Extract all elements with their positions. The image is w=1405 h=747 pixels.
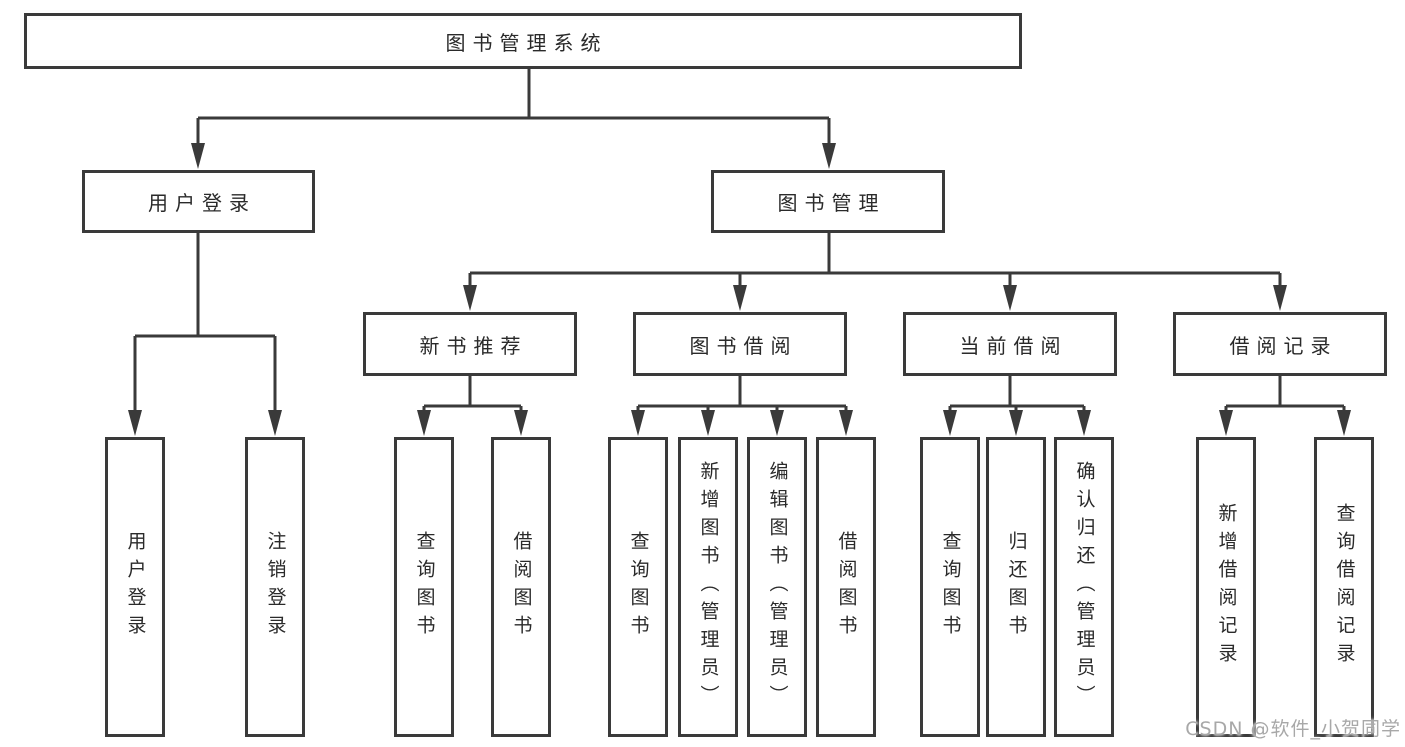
leaf-return-books-label: 归还图书 — [1005, 531, 1028, 643]
node-book-borrow: 图书借阅 — [633, 312, 847, 376]
leaf-logout-label: 注销登录 — [264, 531, 287, 643]
node-new-book-recommend: 新书推荐 — [363, 312, 577, 376]
leaf-query-books-borrow: 查询图书 — [608, 437, 668, 737]
node-current-borrow-label: 当前借阅 — [959, 333, 1068, 358]
leaf-confirm-return-admin: 确认归还（管理员） — [1054, 437, 1114, 737]
leaf-borrow-books: 借阅图书 — [816, 437, 876, 737]
node-book-borrow-label: 图书借阅 — [689, 333, 798, 358]
leaf-query-borrow-record: 查询借阅记录 — [1314, 437, 1374, 737]
leaf-borrow-books-recommend-label: 借阅图书 — [510, 531, 533, 643]
leaf-query-books-borrow-label: 查询图书 — [627, 531, 650, 643]
leaf-confirm-return-admin-label: 确认归还（管理员） — [1073, 461, 1096, 713]
leaf-query-books-recommend-label: 查询图书 — [413, 531, 436, 643]
node-user-login: 用户登录 — [82, 170, 315, 233]
leaf-user-login-label: 用户登录 — [124, 531, 147, 643]
leaf-return-books: 归还图书 — [986, 437, 1046, 737]
root-node: 图书管理系统 — [24, 13, 1022, 69]
leaf-add-books-admin: 新增图书（管理员） — [678, 437, 738, 737]
node-current-borrow: 当前借阅 — [903, 312, 1117, 376]
node-user-login-label: 用户登录 — [148, 191, 256, 215]
watermark: CSDN @软件_小贺同学 — [1185, 718, 1401, 740]
leaf-query-books-recommend: 查询图书 — [394, 437, 454, 737]
leaf-query-borrow-record-label: 查询借阅记录 — [1333, 503, 1356, 671]
node-book-management-label: 图书管理 — [777, 191, 886, 215]
leaf-add-borrow-record: 新增借阅记录 — [1196, 437, 1256, 737]
leaf-add-books-admin-label: 新增图书（管理员） — [697, 461, 720, 713]
node-borrow-record-label: 借阅记录 — [1229, 333, 1338, 358]
node-book-management: 图书管理 — [711, 170, 945, 233]
leaf-user-login: 用户登录 — [105, 437, 165, 737]
leaf-query-books-current: 查询图书 — [920, 437, 980, 737]
root-node-label: 图书管理系统 — [445, 30, 608, 55]
leaf-edit-books-admin: 编辑图书（管理员） — [747, 437, 807, 737]
leaf-borrow-books-recommend: 借阅图书 — [491, 437, 551, 737]
leaf-query-books-current-label: 查询图书 — [939, 531, 962, 643]
leaf-add-borrow-record-label: 新增借阅记录 — [1215, 503, 1238, 671]
leaf-borrow-books-label: 借阅图书 — [835, 531, 858, 643]
leaf-logout: 注销登录 — [245, 437, 305, 737]
node-new-book-recommend-label: 新书推荐 — [419, 333, 528, 358]
node-borrow-record: 借阅记录 — [1173, 312, 1387, 376]
leaf-edit-books-admin-label: 编辑图书（管理员） — [766, 461, 789, 713]
